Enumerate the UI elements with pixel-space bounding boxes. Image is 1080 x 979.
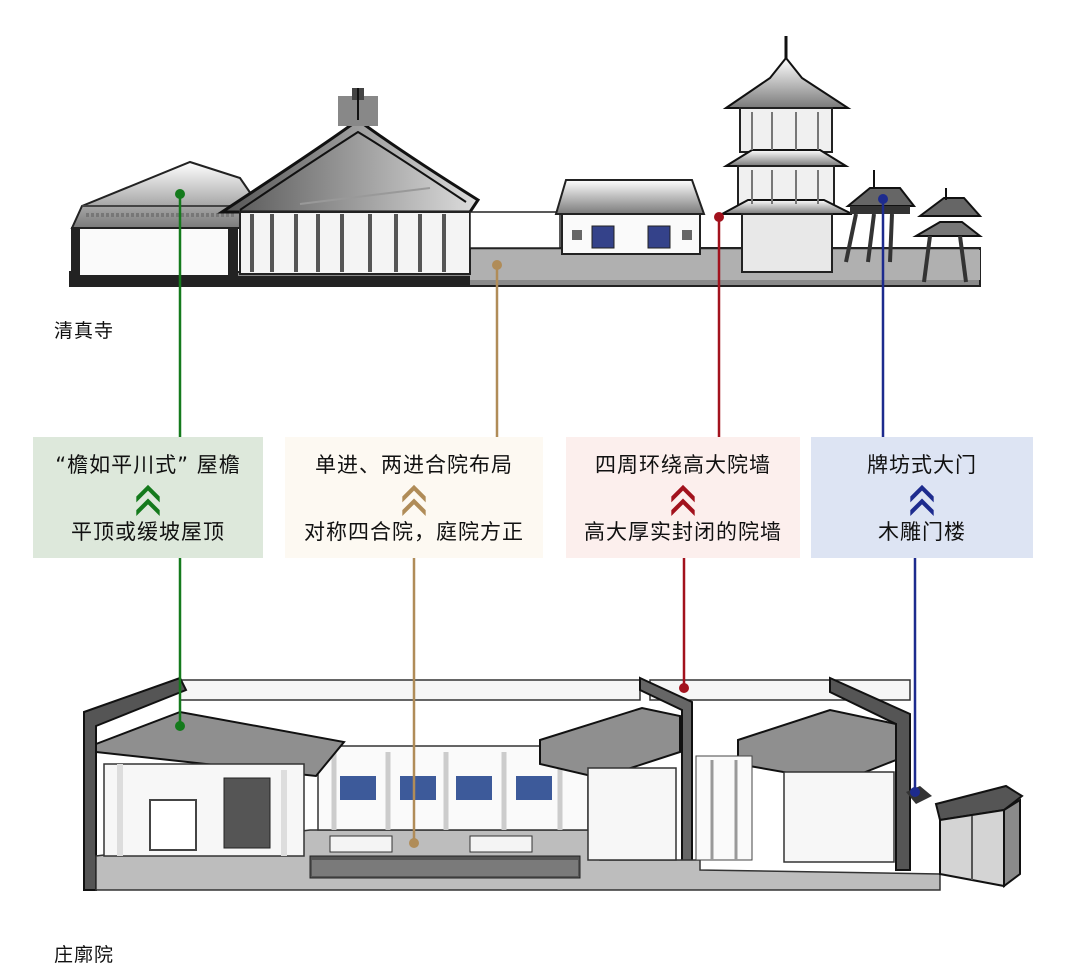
mosque-feature-wall: 四周环绕高大院墙 xyxy=(595,453,771,477)
mosque-gatehouse xyxy=(554,179,706,255)
courtyard-illustration xyxy=(83,676,1024,891)
comparison-box-wall: 四周环绕高大院墙 高大厚实封闭的院墙 xyxy=(566,437,800,558)
mosque-left-hall xyxy=(70,160,264,277)
mosque-minaret-pavilion xyxy=(721,36,853,273)
double-chevron-up-icon xyxy=(402,484,426,516)
mosque-feature-gate: 牌坊式大门 xyxy=(867,453,977,477)
mosque-main-hall xyxy=(217,88,481,275)
double-chevron-up-icon xyxy=(671,484,695,516)
mosque-illustration xyxy=(69,36,983,287)
house-feature-gate: 木雕门楼 xyxy=(878,520,966,544)
mosque-feature-roof: “檐如平川式” 屋檐 xyxy=(55,453,241,477)
mosque-feature-courtyard: 单进、两进合院布局 xyxy=(315,453,513,477)
comparison-box-courtyard: 单进、两进合院布局 对称四合院，庭院方正 xyxy=(285,437,543,558)
courtyard-house-label: 庄廓院 xyxy=(54,944,115,966)
mosque-label: 清真寺 xyxy=(54,320,115,342)
double-chevron-up-icon xyxy=(910,484,934,516)
courtyard-wooden-gate xyxy=(906,784,1024,888)
comparison-box-roof: “檐如平川式” 屋檐 平顶或缓坡屋顶 xyxy=(33,437,263,558)
house-feature-wall: 高大厚实封闭的院墙 xyxy=(584,520,782,544)
comparison-box-gate: 牌坊式大门 木雕门楼 xyxy=(811,437,1033,558)
house-feature-courtyard: 对称四合院，庭院方正 xyxy=(304,520,524,544)
house-feature-roof: 平顶或缓坡屋顶 xyxy=(71,520,225,544)
double-chevron-up-icon xyxy=(136,484,160,516)
courtyard-left-roof xyxy=(95,710,346,778)
mosque-archway-gates xyxy=(844,170,983,283)
